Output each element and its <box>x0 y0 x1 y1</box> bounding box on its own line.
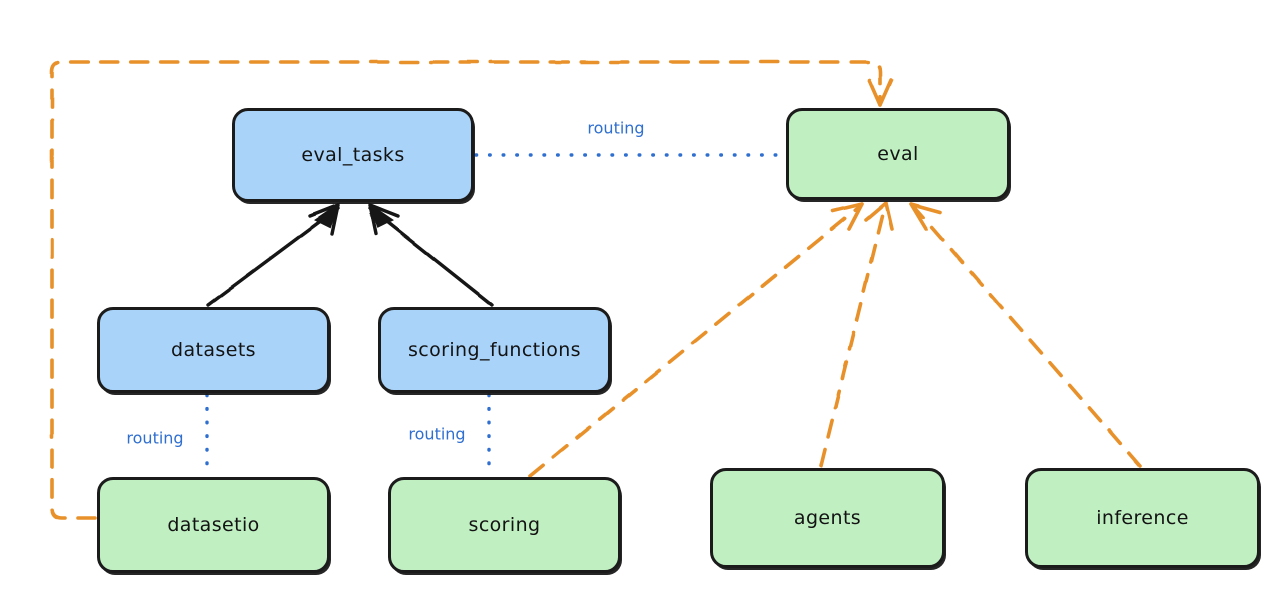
node-agents[interactable]: agents <box>710 468 945 568</box>
node-datasetio[interactable]: datasetio <box>97 477 330 573</box>
node-datasets[interactable]: datasets <box>97 307 330 393</box>
node-label-eval: eval <box>877 143 919 165</box>
node-eval[interactable]: eval <box>786 108 1010 200</box>
edge-datasets-to-eval-tasks <box>206 202 341 307</box>
edge-scoring-functions-to-eval-tasks <box>367 202 494 307</box>
node-label-inference: inference <box>1096 507 1189 529</box>
node-label-agents: agents <box>793 507 862 529</box>
edge-scoring-to-eval <box>528 202 864 478</box>
edge-label-routing-scoring-functions-scoring: routing <box>408 424 466 444</box>
node-label-datasetio: datasetio <box>167 514 260 536</box>
node-label-scoring: scoring <box>468 514 541 536</box>
node-eval-tasks[interactable]: eval_tasks <box>232 108 474 202</box>
edge-label-routing-datasets-datasetio: routing <box>126 428 184 448</box>
edge-inference-to-eval <box>909 202 1142 468</box>
node-scoring[interactable]: scoring <box>388 477 621 573</box>
node-label-datasets: datasets <box>171 339 256 361</box>
node-scoring-functions[interactable]: scoring_functions <box>378 307 611 393</box>
edge-agents-to-eval <box>819 201 894 468</box>
edge-label-routing-eval-tasks-eval: routing <box>587 118 645 138</box>
node-label-scoring-functions: scoring_functions <box>408 339 581 361</box>
node-inference[interactable]: inference <box>1025 468 1260 568</box>
node-label-eval-tasks: eval_tasks <box>301 144 405 166</box>
edge-datasetio-to-eval <box>50 60 893 520</box>
